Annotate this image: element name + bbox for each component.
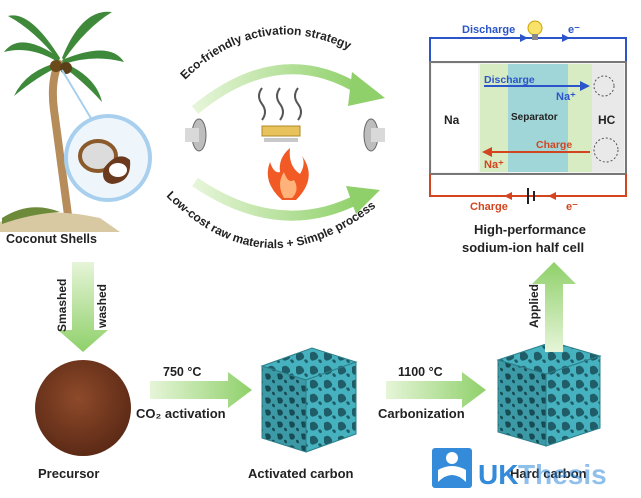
carbonization-label: Carbonization [378,406,465,421]
sodium-ion-cell: Discharge e⁻ Na Separator HC Discharge N… [429,20,627,213]
lowcost-arrowhead [346,186,380,214]
washed-label: washed [95,284,109,329]
eco-arrowhead [348,72,385,106]
co2-activation-label: CO₂ activation [136,406,226,421]
activated-carbon-label: Activated carbon [248,466,354,481]
activated-carbon-cube [260,347,358,453]
cell-title-line1: High-performance [474,222,586,237]
discharge-top-label: Discharge [462,24,515,36]
temp-750-label: 750 °C [163,365,201,379]
applied-label: Applied [527,284,541,328]
palm-tree-illustration [0,11,124,232]
reactor-illustration [185,87,385,200]
charge-inner-label: Charge [536,139,572,151]
smashed-label: Smashed [55,279,69,332]
temp-1100-label: 1100 °C [398,365,443,379]
na-plus-left-label: Na⁺ [484,159,504,171]
na-plus-right-label: Na⁺ [556,91,576,103]
activation-arrow [150,372,252,408]
electron-top-label: e⁻ [568,24,580,36]
hard-carbon-label: Hard carbon [510,466,587,481]
charge-bottom-label: Charge [470,201,508,213]
precursor-particle [35,360,131,456]
carbonization-arrow [386,372,486,408]
lowcost-curved-arrow [192,177,363,221]
coconut-magnifier [61,69,152,202]
watermark-uk: UK [478,459,518,490]
watermark-thesis: Thesis [518,459,607,490]
precursor-label: Precursor [38,466,99,481]
hard-carbon-cube [496,341,602,447]
ukthesis-watermark: UK Thesis [432,448,607,490]
low-cost-label: Low-cost raw materials + Simple process [164,188,378,251]
coconut-shells-label: Coconut Shells [6,232,97,246]
eco-curved-arrow [191,64,363,114]
applied-arrow [532,262,576,352]
na-electrode-label: Na [444,113,460,127]
hc-electrode-label: HC [598,113,616,127]
discharge-inner-label: Discharge [484,74,535,86]
smashed-washed-arrow [58,262,108,352]
cell-title-line2: sodium-ion half cell [462,240,584,255]
electron-bottom-label: e⁻ [566,201,578,213]
separator-label: Separator [511,112,558,123]
